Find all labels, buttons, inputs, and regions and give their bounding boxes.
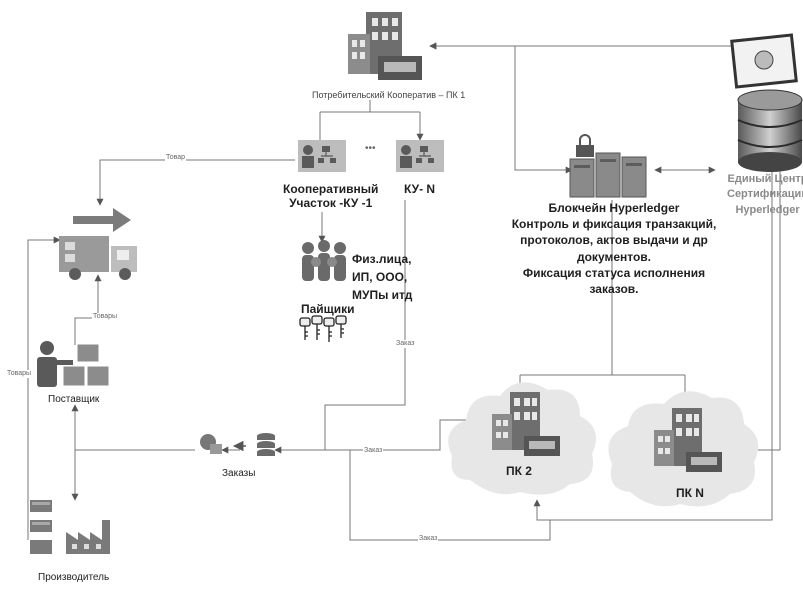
ku1-label: Кооперативный Участок -КУ -1 [283, 182, 379, 211]
blockchain-text: Блокчейн Hyperledger Контроль и фиксация… [488, 200, 740, 297]
blockchain-desc-line5: заказов. [589, 281, 639, 296]
blockchain-desc-line3: документов. [576, 249, 652, 264]
members-types-text: Физ.лица, ИП, ООО, МУПы итд [352, 250, 412, 304]
edge-members-orders [324, 200, 406, 450]
edge-ca-pk2 [533, 170, 773, 521]
supplier-icon [37, 341, 110, 387]
ca-label-line3: Hyperledger [735, 203, 800, 216]
edge-pk1-blockchain [429, 42, 573, 174]
kun-org-icon [396, 140, 444, 172]
blockchain-desc-line2: протоколов, актов выдачи и др [520, 233, 708, 248]
producer-icon [30, 500, 110, 554]
truck-icon [59, 208, 137, 280]
edge-blockchain-clouds [519, 200, 685, 405]
pk1-building-icon [348, 12, 422, 80]
members-types-line3: МУПы итд [352, 288, 413, 302]
edge-supplier-truck [74, 274, 102, 345]
blockchain-desc-line4: Фиксация статуса исполнения [522, 265, 706, 280]
edge-label-tovary-up: Товары [92, 313, 119, 322]
connectors [27, 42, 781, 541]
kun-label: КУ- N [404, 182, 436, 196]
members-types-line1: Физ.лица, [352, 252, 412, 266]
blockchain-title: Блокчейн Hyperledger [548, 201, 680, 215]
blockchain-servers-icon [569, 134, 647, 198]
certificate-database-icon [730, 33, 803, 172]
members-label: Пайщики [301, 302, 355, 316]
edge-label-zakaz-vertical: Заказ [395, 340, 416, 349]
pk1-label: Потребительский Кооператив – ПК 1 [312, 90, 466, 100]
edge-orders-line [274, 419, 470, 454]
edge-label-tovary-left: Товары [6, 370, 33, 379]
ku1-label-line1: Кооперативный [283, 182, 379, 196]
orders-label: Заказы [222, 468, 256, 479]
producer-label: Производитель [38, 572, 110, 583]
edge-label-zakaz-bottom: Заказ [418, 535, 439, 544]
ku1-label-line2: Участок -КУ -1 [289, 195, 373, 210]
edge-producer-truck [27, 236, 61, 540]
pk2-label: ПК 2 [506, 464, 532, 478]
edge-ku1-truck [96, 159, 295, 206]
ca-label-line1: Единый Центр [727, 173, 803, 185]
edge-label-tovar: Товар [165, 154, 187, 163]
pkn-label: ПК N [676, 486, 704, 500]
ellipsis: ••• [365, 143, 376, 154]
members-people-icon [302, 240, 346, 281]
pkn-building-icon [654, 408, 722, 472]
edge-pk1-ku [319, 100, 420, 140]
supplier-label: Поставщик [48, 394, 100, 405]
ca-label: Единый Центр Сертификации Hyperledger [727, 172, 803, 218]
ca-label-line2: Сертификации [727, 188, 803, 201]
edge-bottom-zakaz [349, 450, 551, 541]
pk2-building-icon [492, 392, 560, 456]
edge-label-zakaz-middle: Заказ [363, 447, 384, 456]
keys-icon [299, 315, 347, 342]
blockchain-desc-line1: Контроль и фиксация транзакций, [511, 217, 717, 232]
ku1-org-icon [298, 140, 346, 172]
orders-icon [200, 433, 275, 456]
members-types-line2: ИП, ООО, [352, 270, 408, 284]
